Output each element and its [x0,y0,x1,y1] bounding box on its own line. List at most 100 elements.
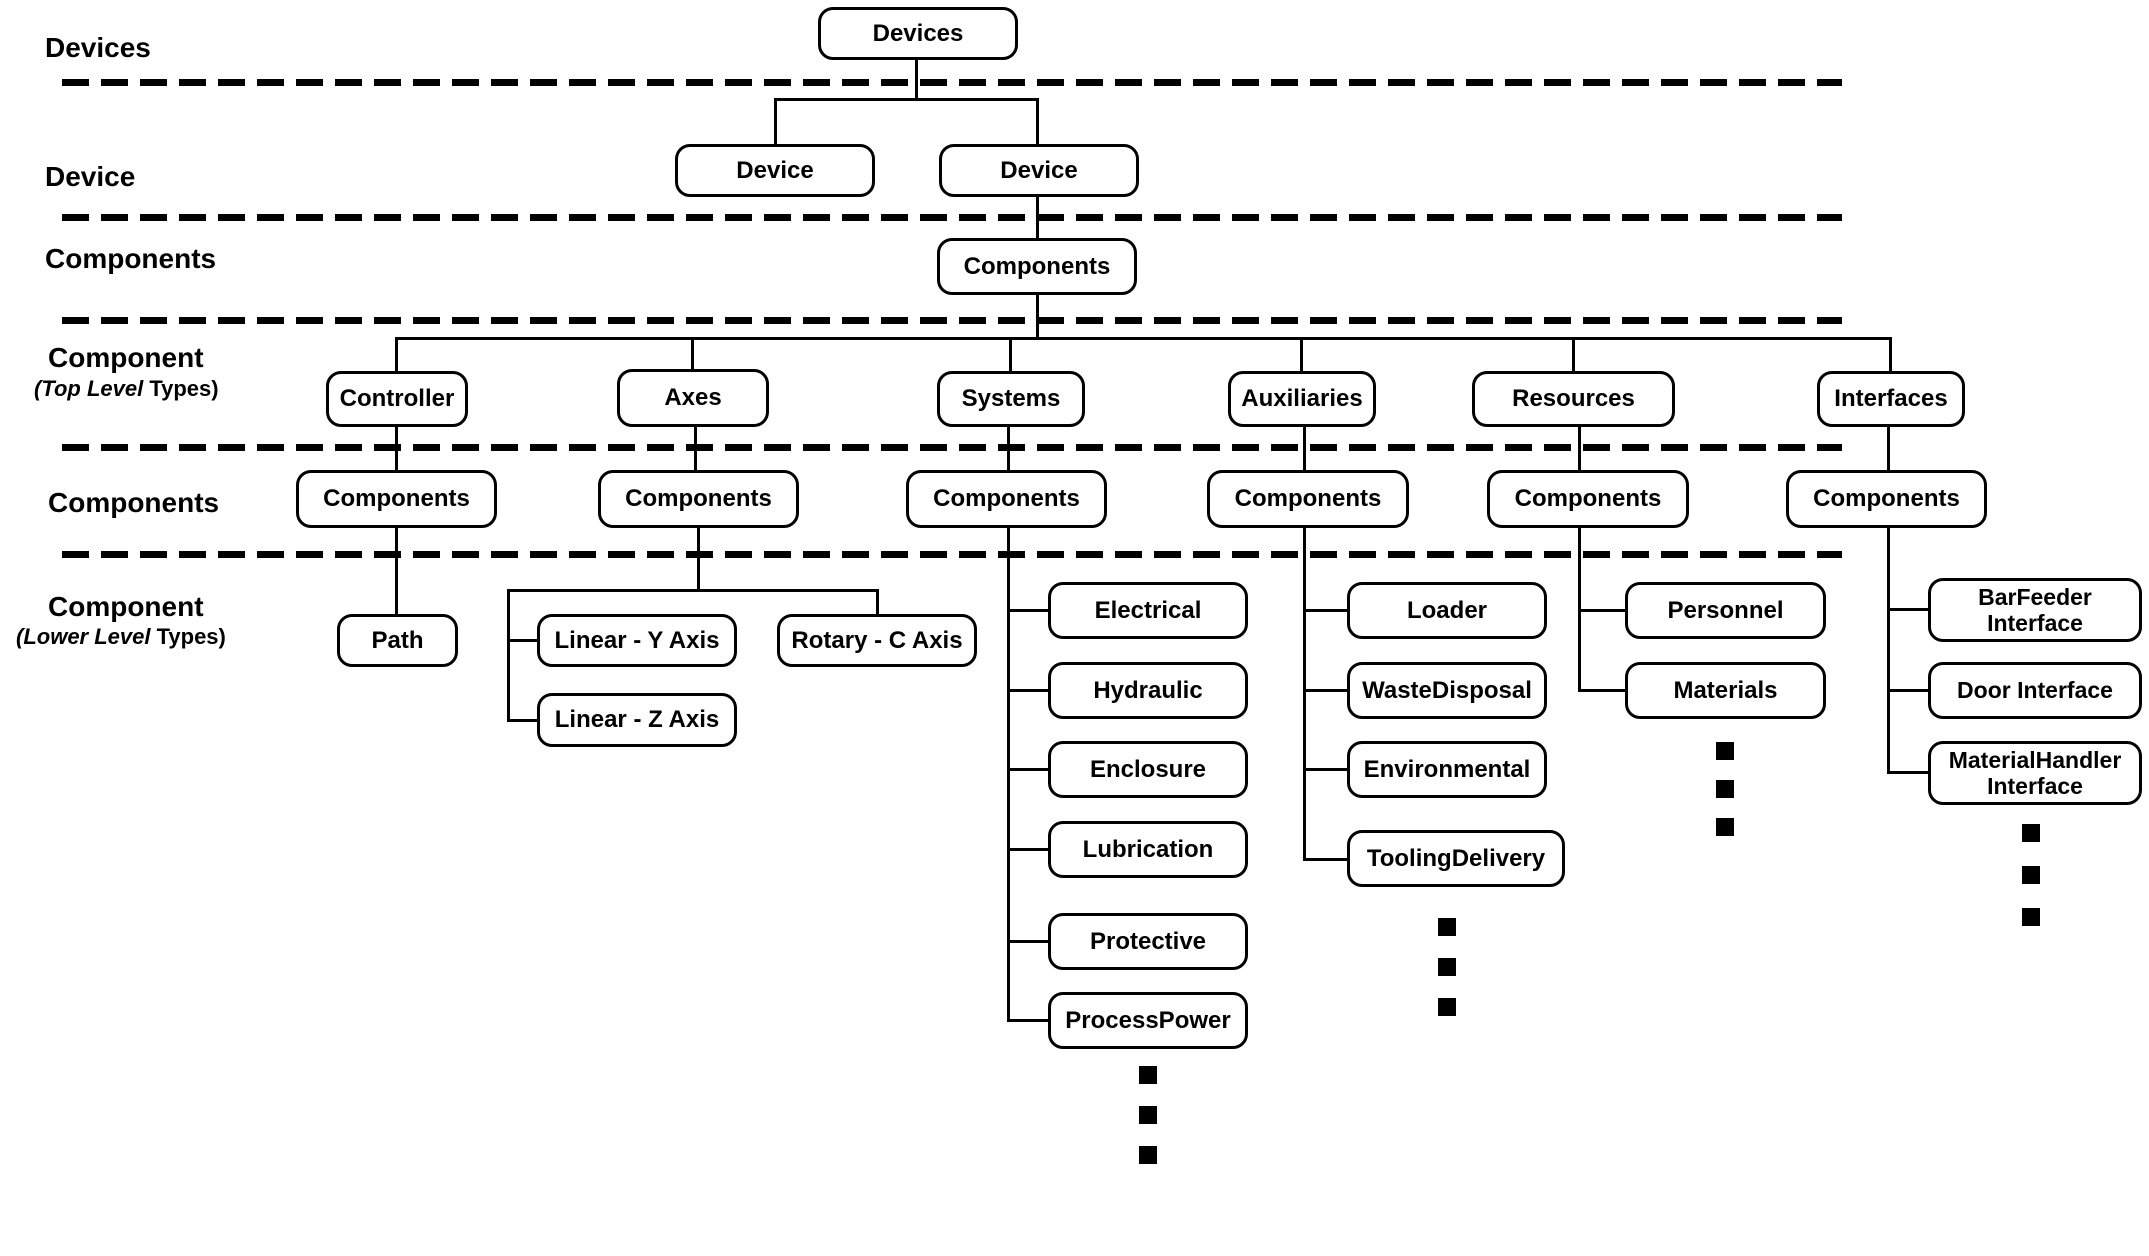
node-hydraulic: Hydraulic [1048,662,1248,719]
row-label-component-lower-qualifier: (Lower Level Types) [16,624,226,650]
interfaces-ellipsis-dot-1 [2022,824,2040,842]
connector-stub-personnel [1578,609,1627,612]
node-wastedisposal: WasteDisposal [1347,662,1547,719]
connector-components-path [395,527,398,615]
node-components-resources: Components [1487,470,1689,528]
node-linear-z-axis: Linear - Z Axis [537,693,737,747]
connector-axes-spine-top [697,527,700,592]
row-separator-4 [62,444,1842,451]
qualifier-rest-text: Types) [143,376,219,401]
node-rotary-c-axis: Rotary - C Axis [777,614,977,667]
node-materialhandler-interface: MaterialHandler Interface [1928,741,2142,805]
connector-systems-components [1007,425,1010,471]
connector-drop-auxiliaries [1300,337,1303,371]
node-components-axes: Components [598,470,799,528]
connector-auxiliaries-spine [1303,527,1306,861]
connector-drop-axes [691,337,694,371]
connector-stub-enclosure [1007,768,1050,771]
node-personnel: Personnel [1625,582,1826,639]
connector-stub-barfeeder [1887,608,1930,611]
node-protective: Protective [1048,913,1248,970]
connector-stub-materials [1578,689,1627,692]
node-linear-y-axis: Linear - Y Axis [537,614,737,667]
resources-ellipsis-dot-3 [1716,818,1734,836]
row-label-component-top: Component [48,342,204,373]
row-label-component-top-qualifier: (Top Level Types) [34,376,219,402]
connector-device-left-drop [774,98,777,144]
node-components-auxiliaries: Components [1207,470,1409,528]
qualifier-italic-text: (Top Level [34,376,144,401]
node-loader: Loader [1347,582,1547,639]
connector-axes-components [694,425,697,471]
row-label-device: Device [45,161,136,192]
auxiliaries-ellipsis-dot-3 [1438,998,1456,1016]
connector-stub-protective [1007,940,1050,943]
node-components-root: Components [937,238,1137,295]
connector-axes-left-rail [507,589,510,722]
node-barfeeder-interface: BarFeeder Interface [1928,578,2142,642]
node-devices: Devices [818,7,1018,60]
row-label-component-lower: Component [48,591,204,622]
node-controller: Controller [326,371,468,427]
connector-device-components [1036,196,1039,240]
systems-ellipsis-dot-2 [1139,1106,1157,1124]
node-components-systems: Components [906,470,1107,528]
node-lubrication: Lubrication [1048,821,1248,878]
node-electrical: Electrical [1048,582,1248,639]
qualifier-italic-text: (Lower Level [16,624,151,649]
connector-drop-interfaces [1889,337,1892,371]
node-environmental: Environmental [1347,741,1547,798]
row-separator-5 [62,551,1842,558]
connector-stub-materialhandler [1887,771,1930,774]
node-device-right: Device [939,144,1139,197]
auxiliaries-ellipsis-dot-2 [1438,958,1456,976]
interfaces-ellipsis-dot-2 [2022,866,2040,884]
connector-stub-wastedisposal [1303,689,1349,692]
connector-stub-loader [1303,609,1349,612]
connector-toplevel-branch-bar [395,337,1892,340]
connector-drop-controller [395,337,398,371]
connector-devices-branch-bar [774,98,1039,101]
qualifier-rest-text: Types) [150,624,226,649]
connector-stub-linear-y [507,639,539,642]
auxiliaries-ellipsis-dot-1 [1438,918,1456,936]
row-separator-3 [62,317,1842,324]
connector-interfaces-components [1887,425,1890,471]
node-device-left: Device [675,144,875,197]
connector-stub-environmental [1303,768,1349,771]
node-components-interfaces: Components [1786,470,1987,528]
node-auxiliaries: Auxiliaries [1228,371,1376,427]
node-axes: Axes [617,369,769,427]
node-components-controller: Components [296,470,497,528]
row-separator-1 [62,79,1842,86]
connector-axes-bracket-bar [507,589,879,592]
connector-stub-rotary-c [876,589,879,616]
node-resources: Resources [1472,371,1675,427]
resources-ellipsis-dot-2 [1716,780,1734,798]
connector-device-right-drop [1036,98,1039,144]
connector-drop-systems [1009,337,1012,371]
node-processpower: ProcessPower [1048,992,1248,1049]
connector-controller-components [395,425,398,471]
connector-stub-toolingdelivery [1303,858,1349,861]
interfaces-ellipsis-dot-3 [2022,908,2040,926]
row-separator-2 [62,214,1842,221]
node-path: Path [337,614,458,667]
connector-stub-linear-z [507,719,539,722]
connector-stub-hydraulic [1007,689,1050,692]
connector-auxiliaries-components [1303,425,1306,471]
resources-ellipsis-dot-1 [1716,742,1734,760]
row-label-components-lower: Components [48,487,220,518]
connector-drop-resources [1572,337,1575,371]
connector-stub-lubrication [1007,848,1050,851]
connector-resources-components [1578,425,1581,471]
row-label-components-upper: Components [45,243,217,274]
node-door-interface: Door Interface [1928,662,2142,719]
node-toolingdelivery: ToolingDelivery [1347,830,1565,887]
connector-stub-processpower [1007,1019,1050,1022]
connector-systems-spine [1007,527,1010,1022]
systems-ellipsis-dot-3 [1139,1146,1157,1164]
connector-stub-electrical [1007,609,1050,612]
node-enclosure: Enclosure [1048,741,1248,798]
node-materials: Materials [1625,662,1826,719]
